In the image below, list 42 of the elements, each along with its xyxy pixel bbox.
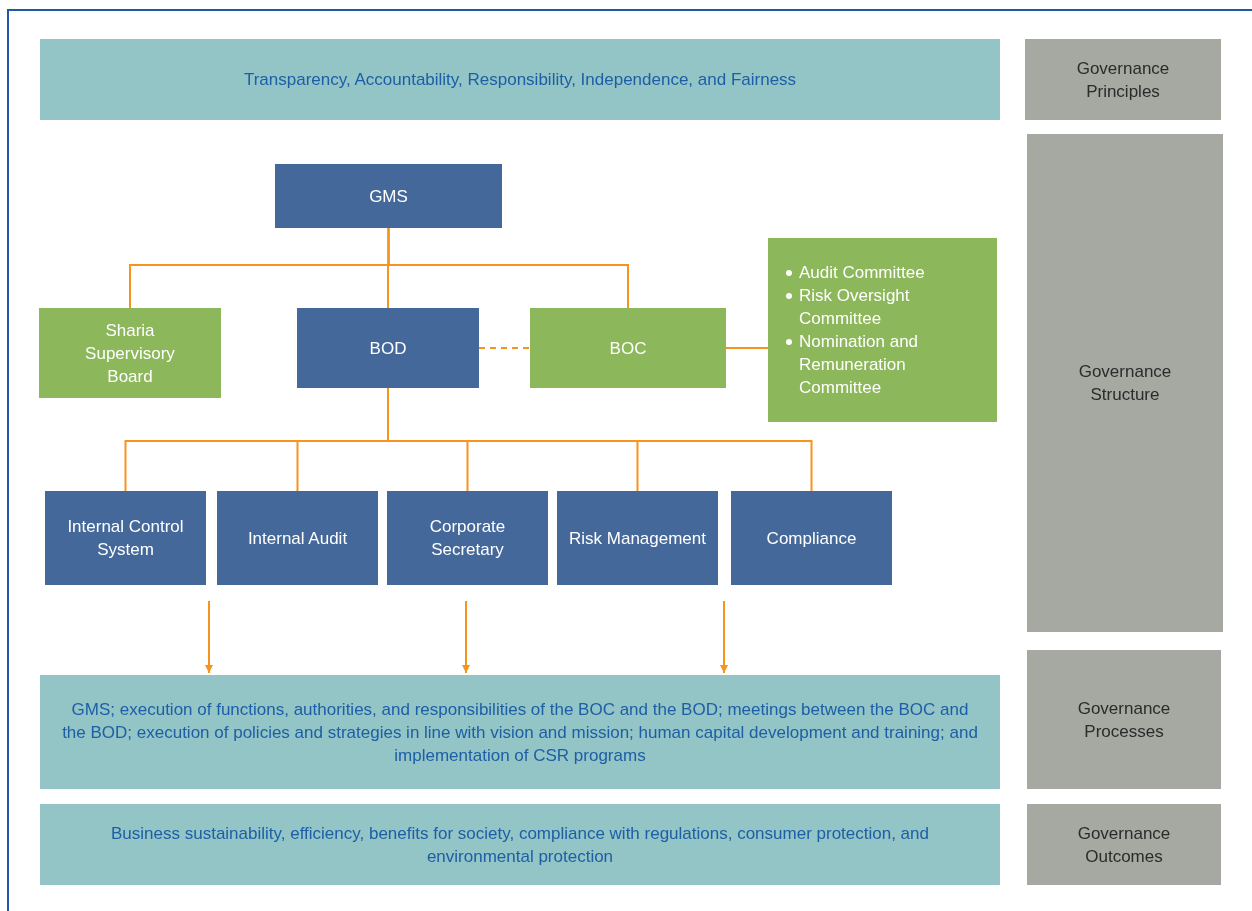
node-label: Sharia Supervisory Board bbox=[84, 319, 176, 388]
node-label: Internal Audit bbox=[247, 527, 348, 550]
org-box bbox=[557, 491, 718, 585]
node-label: Governance Processes bbox=[1076, 697, 1172, 743]
committee-list-box bbox=[768, 238, 997, 422]
connector-line bbox=[725, 347, 769, 349]
statement-band bbox=[40, 39, 1000, 120]
org-box bbox=[45, 491, 206, 585]
arrow bbox=[720, 600, 728, 674]
node-label: Corporate Secretary bbox=[428, 516, 507, 561]
arrow bbox=[462, 600, 470, 674]
node-label: Internal Control System bbox=[66, 516, 185, 561]
statement-band bbox=[40, 675, 1000, 789]
list-item: Nomination and Remuneration Committee bbox=[799, 331, 920, 399]
list-item: Audit Committee bbox=[799, 262, 925, 284]
node-label: Compliance bbox=[766, 527, 857, 550]
node-label: Risk Management bbox=[569, 527, 706, 550]
connector-line bbox=[387, 227, 629, 309]
list-item: Risk Oversight Committee bbox=[799, 285, 911, 330]
node-label: GMS bbox=[369, 185, 408, 208]
category-label-box bbox=[1025, 39, 1221, 120]
node-label: Governance Outcomes bbox=[1076, 822, 1172, 868]
category-label-box bbox=[1027, 650, 1221, 789]
category-label-box bbox=[1027, 804, 1221, 885]
statement-band bbox=[40, 804, 1000, 885]
org-box bbox=[387, 491, 548, 585]
connector-line bbox=[478, 347, 531, 349]
org-box bbox=[731, 491, 892, 585]
org-box bbox=[217, 491, 378, 585]
node-label: BOC bbox=[609, 337, 647, 360]
arrow bbox=[205, 600, 213, 674]
org-box bbox=[275, 164, 502, 228]
node-label: Business sustainability, efficiency, benefits for society, compliance with regulations, consumer protection, and environmental protection bbox=[110, 822, 930, 868]
node-label: Governance Principles bbox=[1075, 57, 1171, 103]
node-label: GMS; execution of functions, authorities, and responsibilities of the BOC and the BOD; meetings between the BOC and the BOD; execution of policies and strategies in line with vision and mission; human capital development and training; and implementation of CSR programs bbox=[61, 698, 979, 767]
node-label: BOD bbox=[369, 337, 407, 360]
node-label: Governance Structure bbox=[1077, 361, 1173, 406]
org-box bbox=[530, 308, 726, 388]
category-label-box bbox=[1027, 134, 1223, 632]
org-box bbox=[297, 308, 479, 388]
org-box bbox=[39, 308, 221, 398]
node-label: Transparency, Accountability, Responsibility, Independence, and Fairness bbox=[243, 69, 797, 91]
